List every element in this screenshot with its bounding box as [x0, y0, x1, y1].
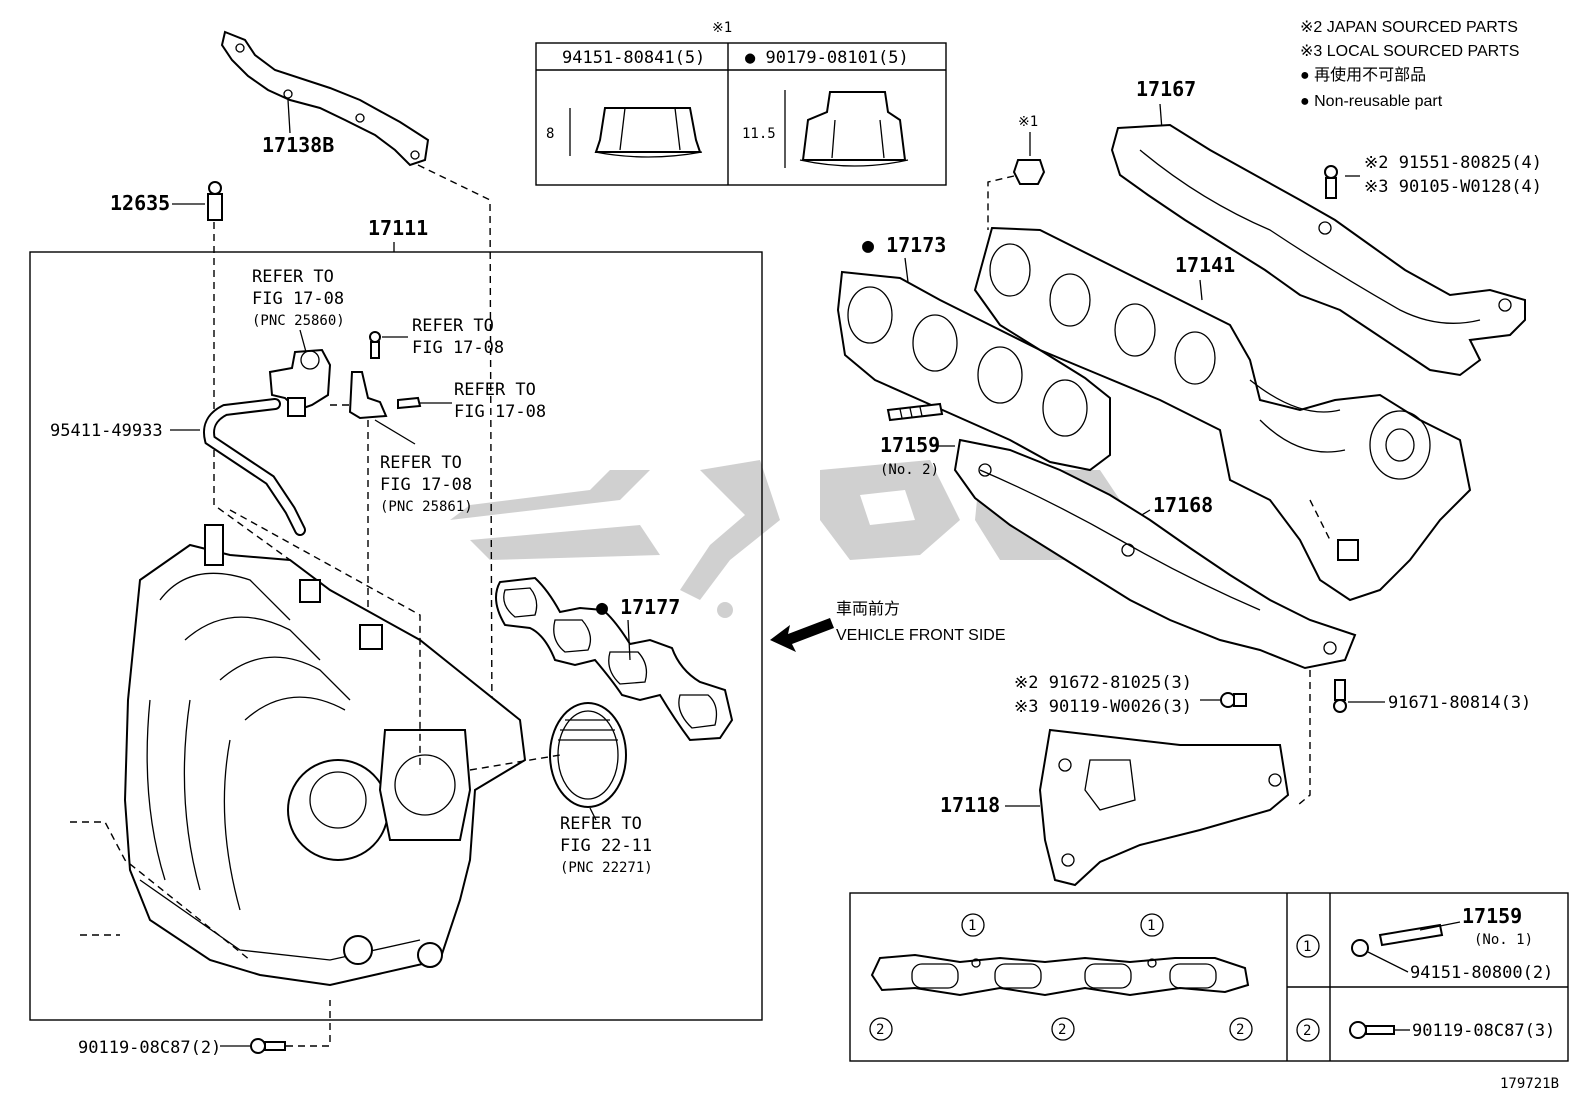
svg-text:REFER TO: REFER TO: [412, 316, 494, 336]
part-throttle-screen: [549, 702, 627, 808]
svg-text:REFER TO: REFER TO: [454, 380, 536, 400]
svg-text:(PNC 25860): (PNC 25860): [252, 313, 345, 329]
svg-text:1: 1: [968, 918, 976, 934]
svg-text:(PNC 22271): (PNC 22271): [560, 860, 653, 876]
label-17111: 17111: [368, 216, 428, 240]
label-17138B: 17138B: [262, 133, 334, 157]
part-17167-heat-insulator: [1110, 123, 1526, 377]
part-91551-bolt: [1324, 165, 1338, 199]
part-91671-bolt: [1333, 679, 1347, 713]
part-17177-gasket: [495, 576, 734, 742]
svg-text:2: 2: [1236, 1022, 1244, 1038]
label-17159-no2-sub: (No. 2): [880, 462, 939, 478]
part-17168-lower-insulator: [953, 438, 1357, 670]
legend-notes: ※2 JAPAN SOURCED PARTS ※3 LOCAL SOURCED …: [1300, 19, 1519, 110]
label-91672: ※2 91672-81025(3): [1014, 673, 1192, 693]
note-non-reusable-en: ● Non-reusable part: [1300, 93, 1443, 110]
part-90119-bolt-left: [250, 1038, 286, 1054]
vehicle-front-indicator: 車両前方 VEHICLE FRONT SIDE: [770, 600, 1006, 652]
refer-group-bolt-a: REFER TO FIG 17-08: [369, 316, 504, 359]
part-91672-bolt: [1220, 692, 1247, 708]
svg-text:FIG 17-08: FIG 17-08: [454, 402, 546, 422]
svg-text:FIG 17-08: FIG 17-08: [252, 289, 344, 309]
part-17111-intake-manifold: [70, 509, 527, 987]
svg-text:1: 1: [1147, 918, 1155, 934]
label-94151-80800: 94151-80800(2): [1410, 963, 1553, 983]
label-17177: ● 17177: [596, 595, 680, 619]
svg-text:REFER TO: REFER TO: [252, 267, 334, 287]
label-17167: 17167: [1136, 77, 1196, 101]
refer-group-bracket: REFER TO FIG 17-08 REFER TO FIG 17-08 (P…: [348, 371, 546, 515]
mark-1: ※1: [1018, 114, 1038, 130]
label-17141: 17141: [1175, 253, 1235, 277]
nut-part-b: ● 90179-08101(5): [745, 48, 909, 68]
intake-assembly-frame: [29, 251, 763, 1021]
label-17159-no2: 17159: [880, 433, 940, 457]
svg-text:2: 2: [876, 1022, 884, 1038]
svg-text:FIG 17-08: FIG 17-08: [412, 338, 504, 358]
svg-text:2: 2: [1058, 1022, 1066, 1038]
svg-text:FIG 17-08: FIG 17-08: [380, 475, 472, 495]
label-91671: 91671-80814(3): [1388, 693, 1531, 713]
nut-b-height: 11.5: [742, 126, 776, 142]
label-95411: 95411-49933: [50, 421, 163, 441]
svg-text:2: 2: [1303, 1023, 1311, 1039]
vehicle-front-jp: 車両前方: [836, 600, 900, 618]
part-17159-stud-no2: [886, 402, 944, 422]
part-95411-hose: [205, 400, 304, 534]
nut-table-mark: ※1: [712, 20, 732, 36]
refer-group-vsv: REFER TO FIG 17-08 (PNC 25860): [252, 267, 345, 417]
label-17168: 17168: [1153, 493, 1213, 517]
nut-icon: [1012, 159, 1046, 185]
label-17159-no1-sub: (No. 1): [1474, 932, 1533, 948]
label-12635: 12635: [110, 191, 170, 215]
svg-text:(PNC 25861): (PNC 25861): [380, 499, 473, 515]
svg-text:1: 1: [1303, 939, 1311, 955]
label-90119w: ※3 90119-W0026(3): [1014, 697, 1192, 717]
vehicle-front-en: VEHICLE FRONT SIDE: [836, 627, 1006, 644]
diagram-id: 179721B: [1500, 1076, 1559, 1092]
note-japan-sourced: ※2 JAPAN SOURCED PARTS: [1300, 19, 1518, 36]
label-90119-left: 90119-08C87(2): [78, 1038, 221, 1058]
nut-spec-table: ※1 94151-80841(5) ● 90179-08101(5) 8 11.…: [535, 20, 947, 186]
part-17141-exhaust-manifold: [973, 226, 1472, 602]
note-local-sourced: ※3 LOCAL SOURCED PARTS: [1300, 43, 1519, 60]
nut-a-height: 8: [546, 126, 554, 142]
label-91551: ※2 91551-80825(4): [1364, 153, 1542, 173]
svg-text:FIG 22-11: FIG 22-11: [560, 836, 652, 856]
label-17173: ● 17173: [862, 233, 946, 257]
label-17159-no1: 17159: [1462, 904, 1522, 928]
label-17118: 17118: [940, 793, 1000, 817]
part-17138B-bracket: [220, 30, 430, 167]
svg-text:REFER TO: REFER TO: [380, 453, 462, 473]
label-90119-08C87-3: 90119-08C87(3): [1412, 1021, 1555, 1041]
note-non-reusable-jp: ● 再使用不可部品: [1300, 66, 1426, 84]
gasket-variant-table: 1 1 2 2 2 1 2 17159 (No. 1) 94151-80800(…: [849, 892, 1569, 1062]
part-17118-bracket: [1038, 728, 1290, 887]
nut-part-a: 94151-80841(5): [562, 48, 705, 68]
label-90105: ※3 90105-W0128(4): [1364, 177, 1542, 197]
part-12635-stud: [207, 181, 223, 221]
svg-text:REFER TO: REFER TO: [560, 814, 642, 834]
part-17173-gasket: [836, 270, 1111, 472]
